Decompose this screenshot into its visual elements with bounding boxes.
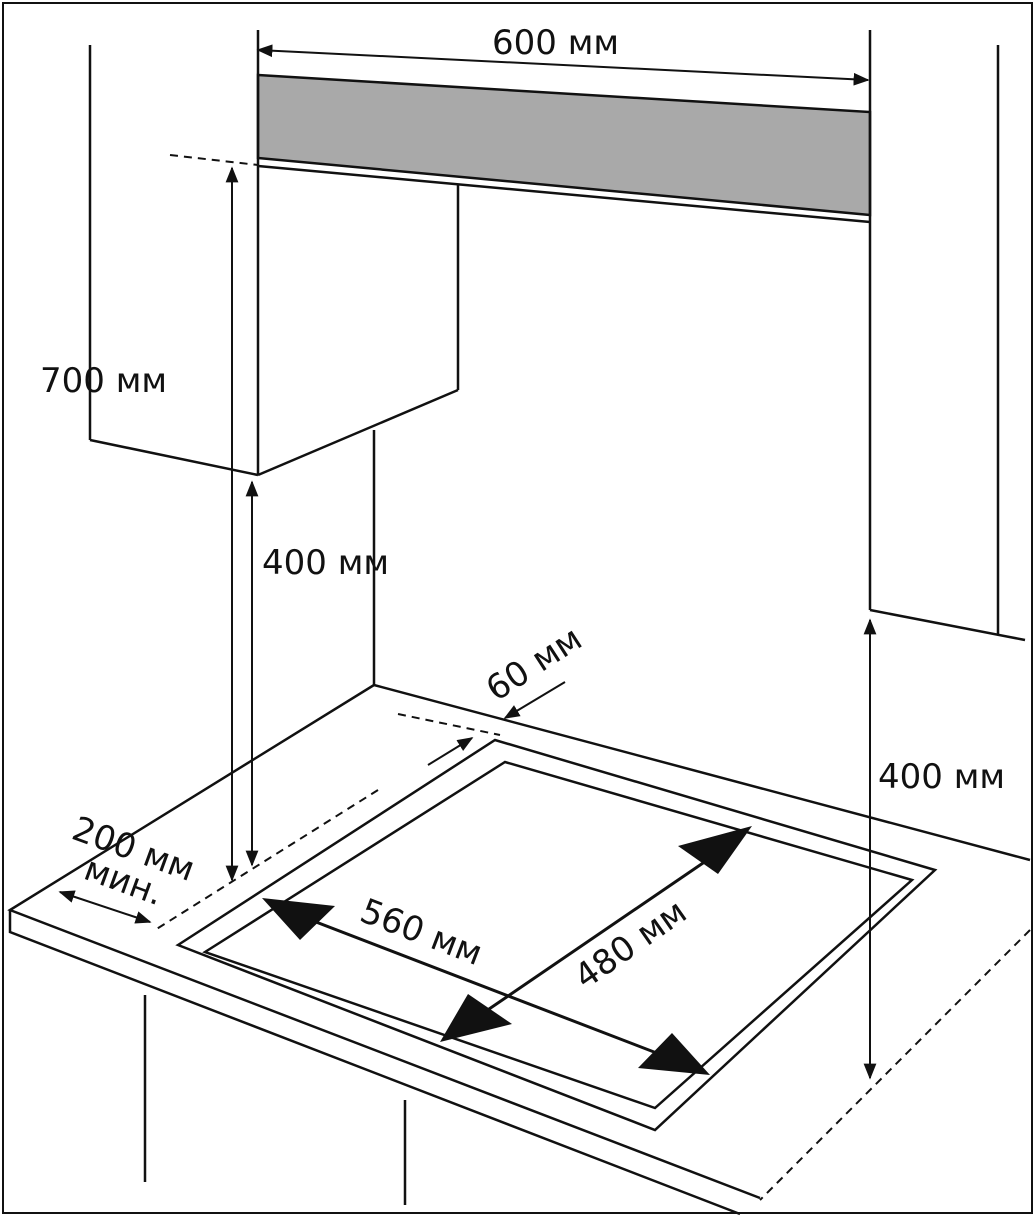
- hob-cutout-outer: [175, 738, 938, 1132]
- cutout-depth-arrowhead-top: [678, 826, 752, 874]
- cutout-width-arrow: [289, 910, 681, 1064]
- countertop-surface: [7, 683, 1031, 1200]
- back-gap-arrow-lower: [427, 737, 474, 766]
- left-cabinet-side-bottom: [257, 388, 459, 477]
- right-cabinet-bottom: [869, 608, 1026, 642]
- height-400-left-label: 400 мм: [262, 543, 389, 583]
- cutout-width-arrowhead-left: [262, 898, 335, 940]
- cutout-depth-label: 480 мм: [567, 892, 694, 998]
- cutout-depth-arrowhead-bottom: [440, 994, 512, 1042]
- cutout-width-arrowhead-right: [638, 1033, 710, 1075]
- height-700-label: 700 мм: [40, 361, 167, 401]
- side-gap-guide: [154, 789, 379, 931]
- hob-cutout-inner: [202, 760, 915, 1110]
- countertop-front-edge: [8, 910, 741, 1216]
- hood-width-label: 600 мм: [492, 23, 619, 63]
- back-gap-arrow: [503, 681, 566, 719]
- height-reference-line: [169, 154, 259, 166]
- hood-bottom-edge: [257, 164, 871, 224]
- back-gap-guide: [397, 713, 501, 736]
- cutout-depth-arrow: [469, 846, 726, 1024]
- height-400-right-label: 400 мм: [878, 757, 1005, 797]
- countertop-right-hidden-edge: [759, 929, 1031, 1201]
- back-gap-label: 60 мм: [479, 619, 589, 710]
- hood-width-arrow: [256, 44, 870, 86]
- side-gap-arrow: [58, 890, 152, 924]
